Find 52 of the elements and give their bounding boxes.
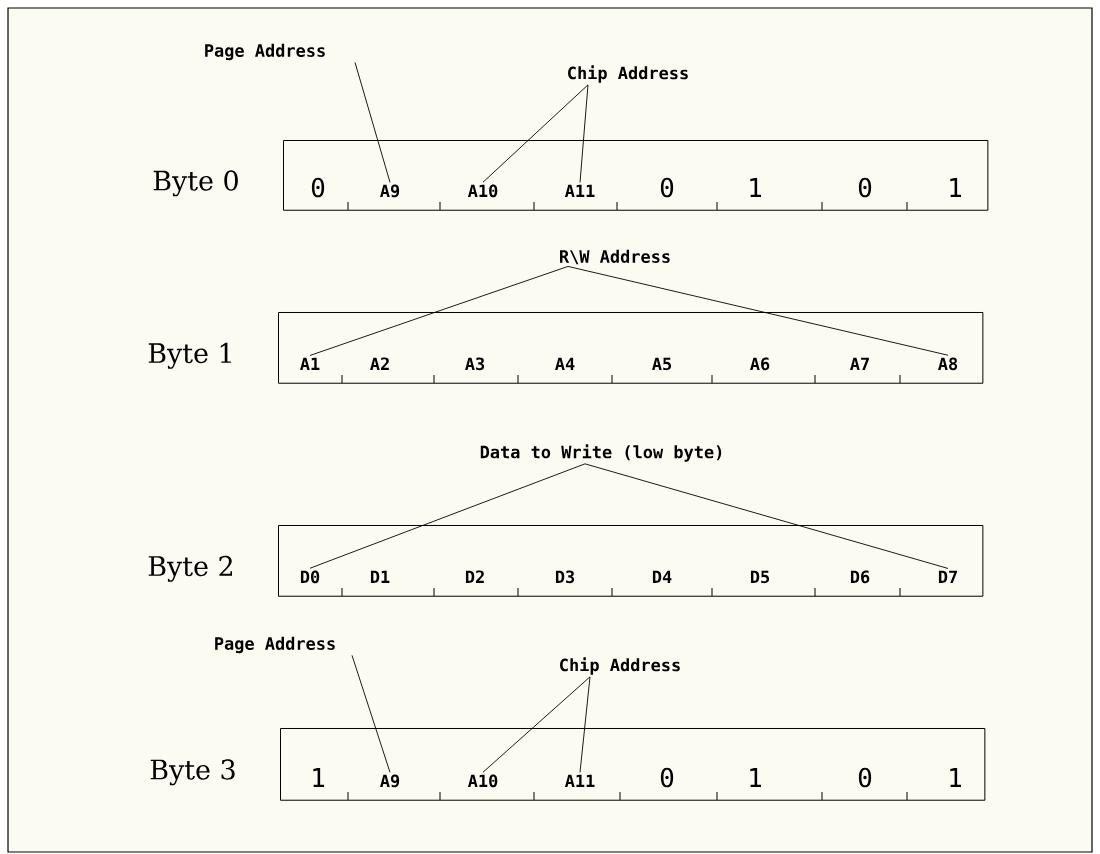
bit-label: A7 (850, 357, 869, 370)
field-annotation: R\W Address (560, 249, 670, 265)
bit-label: 0 (858, 767, 872, 788)
field-annotation: Page Address (215, 636, 335, 654)
bit-label: A10 (468, 774, 498, 788)
bit-label: A6 (750, 357, 770, 371)
leader-line (482, 676, 591, 773)
bit-label: D6 (850, 570, 870, 584)
bit-label: A11 (565, 184, 595, 197)
leader-line (351, 654, 391, 773)
bit-label: A8 (938, 357, 958, 371)
leader-line (482, 84, 589, 183)
leader-line (309, 265, 569, 356)
bit-label: A4 (555, 357, 575, 370)
bit-label: A10 (468, 184, 498, 198)
bit-label: D0 (300, 570, 320, 584)
node-label: Byte 1 (148, 342, 231, 369)
leader-line (579, 676, 591, 773)
node-label: Byte 2 (148, 555, 232, 582)
bit-label: A9 (380, 184, 400, 198)
bit-label: 1 (750, 768, 762, 787)
bit-label: 1 (313, 768, 325, 787)
bit-label: D7 (938, 570, 957, 583)
bit-label: A3 (465, 357, 485, 371)
field-annotation: Chip Address (568, 65, 688, 83)
bit-label: D4 (652, 570, 672, 583)
bit-label: 0 (858, 177, 872, 198)
node-label: Byte 0 (153, 170, 238, 197)
bit-label: A9 (380, 774, 400, 788)
bit-label: 0 (311, 177, 325, 198)
bit-label: D1 (370, 570, 390, 583)
field-annotation: Data to Write (low byte) (480, 444, 722, 462)
bit-label: A11 (565, 774, 595, 787)
field-annotation: Page Address (205, 43, 325, 61)
leader-line (567, 265, 949, 356)
leader-line (579, 84, 589, 183)
bit-label: D3 (555, 570, 575, 584)
node-label: Byte 3 (150, 759, 235, 786)
bit-label: D2 (465, 570, 484, 583)
bit-label: D5 (750, 570, 770, 584)
bit-label: 1 (950, 178, 962, 197)
bit-label: A1 (300, 357, 320, 370)
bit-label: 0 (660, 177, 674, 198)
leader-line (354, 61, 391, 183)
bit-label: A5 (652, 357, 672, 371)
leader-line (309, 463, 586, 569)
bit-label: 1 (750, 178, 762, 197)
bit-label: 0 (660, 767, 674, 788)
bit-label: A2 (370, 357, 389, 370)
leader-line (584, 463, 949, 569)
field-annotation: Chip Address (560, 657, 680, 675)
bit-label: 1 (950, 768, 962, 787)
